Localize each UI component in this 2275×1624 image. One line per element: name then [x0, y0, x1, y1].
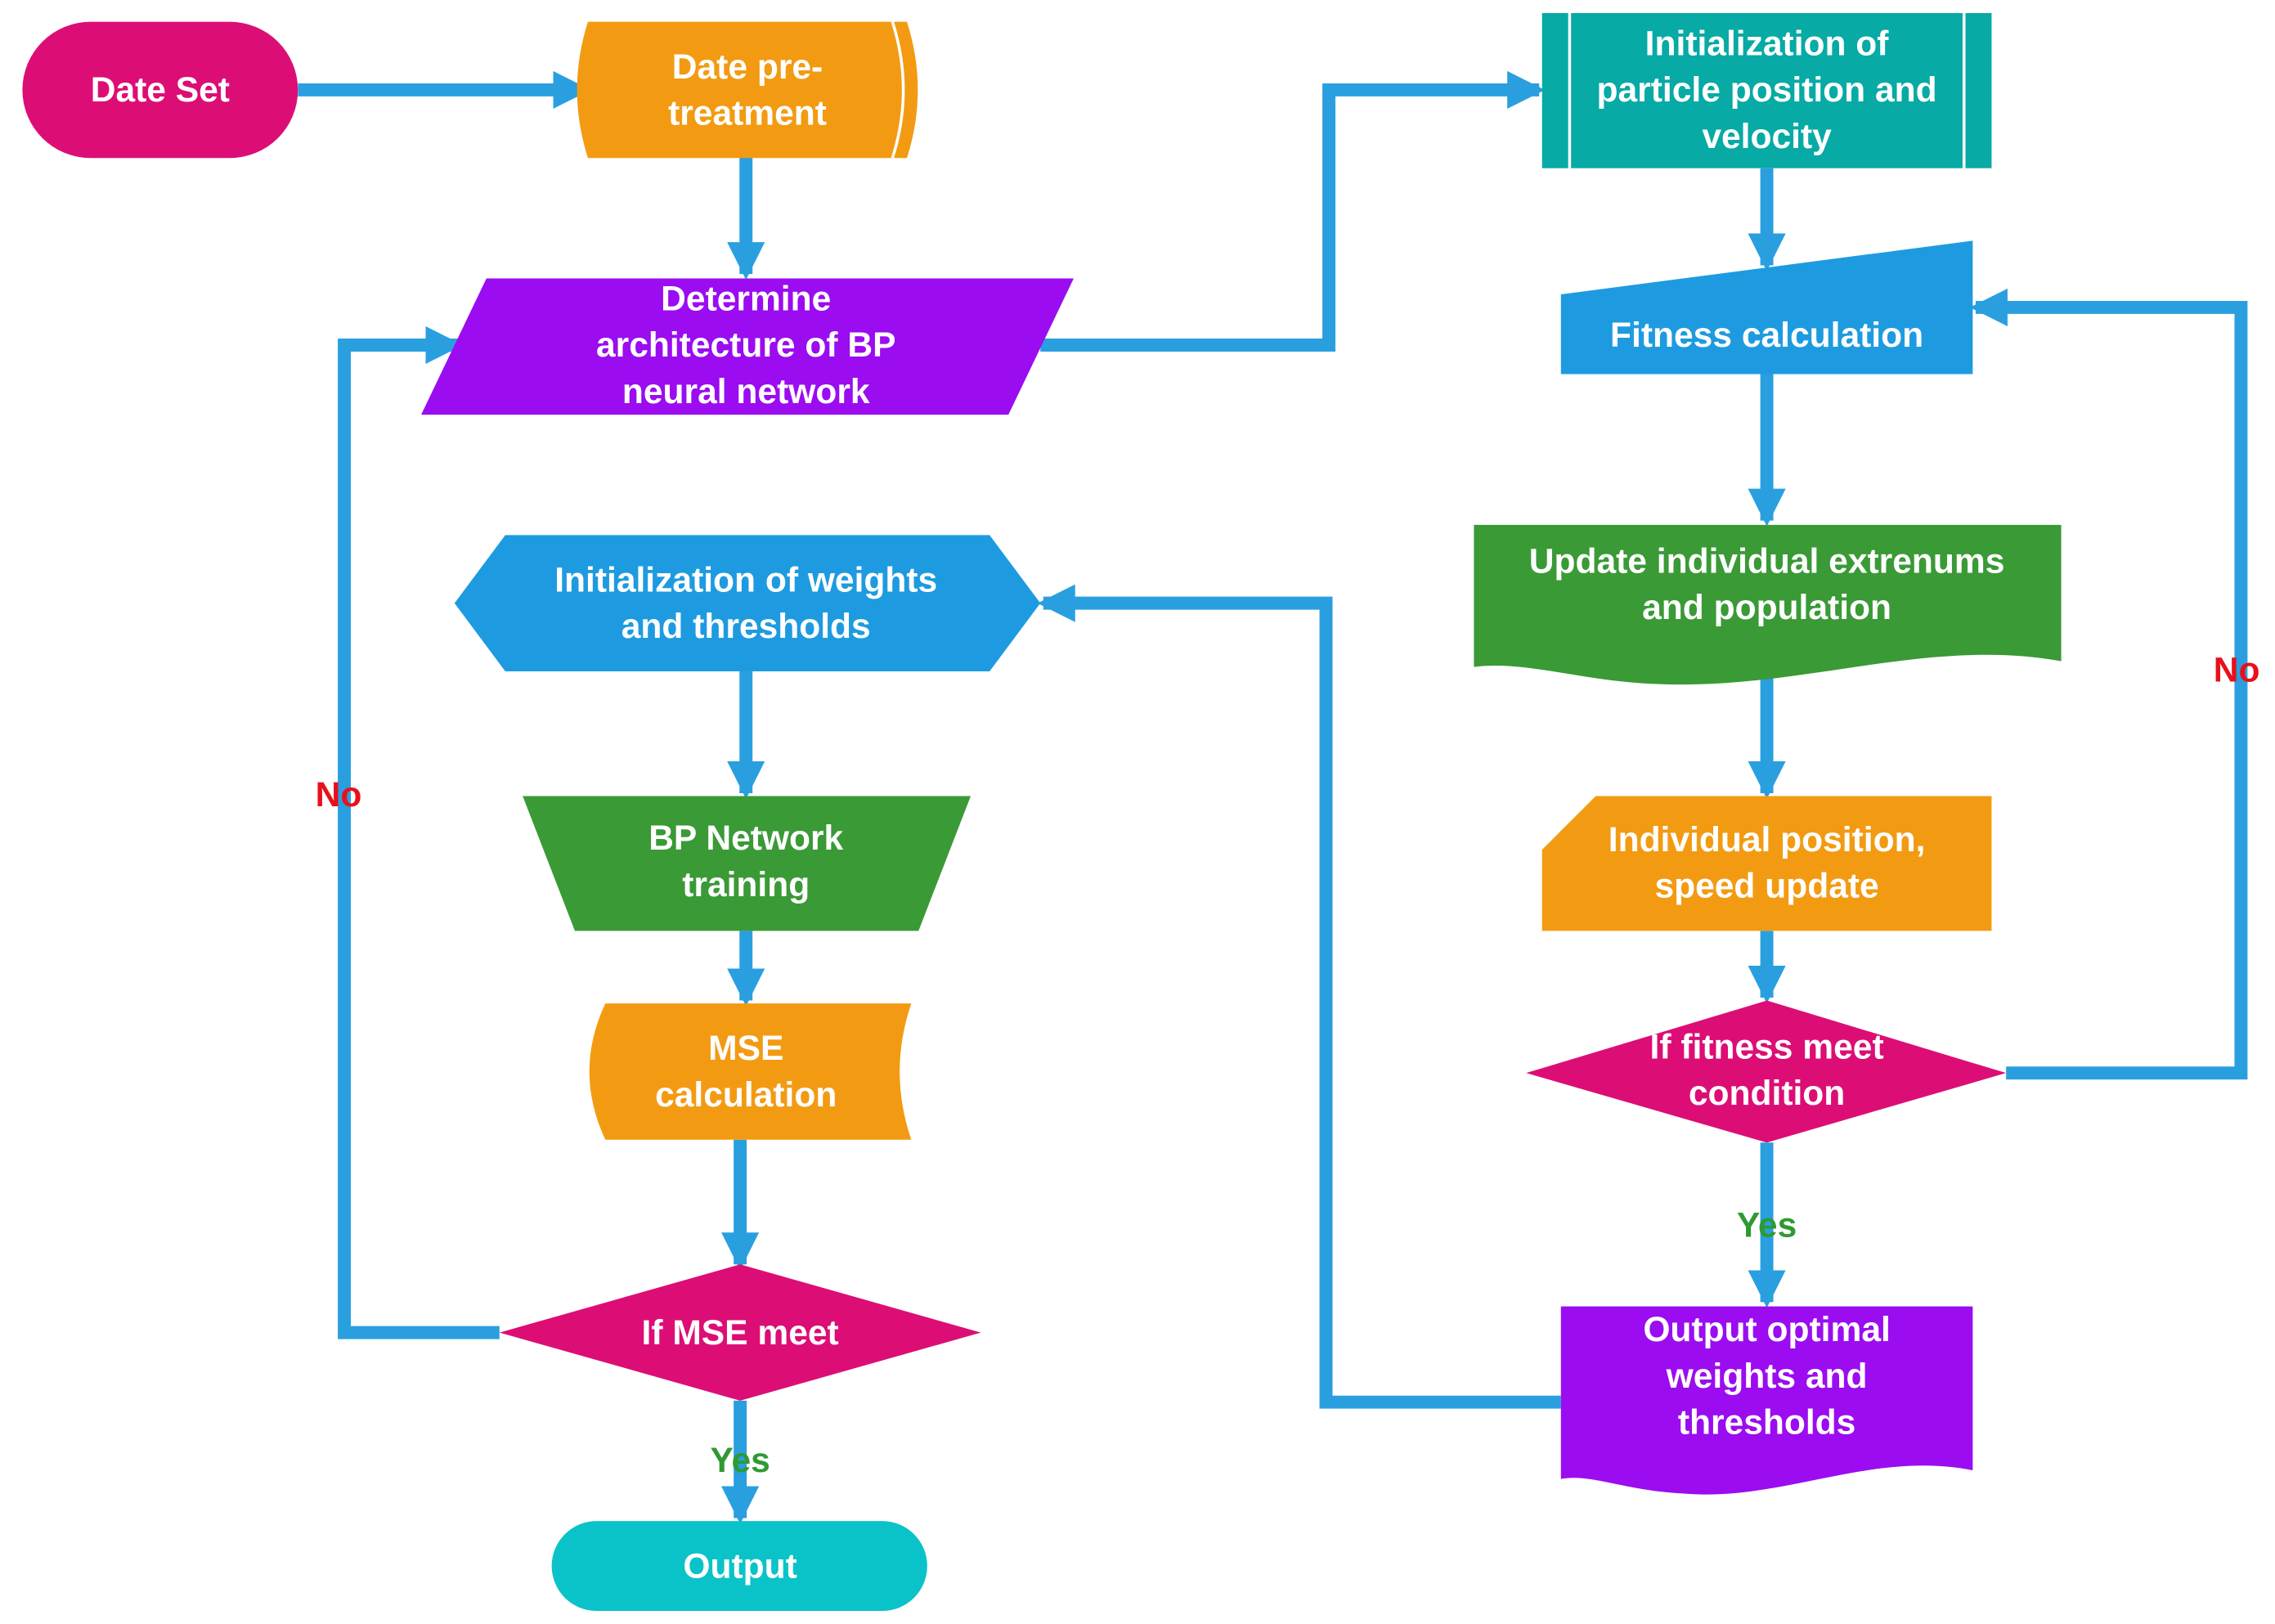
fitness-calculation-label: Fitness calculation — [1610, 316, 1923, 355]
if-fitness-meet-label: If fitness meet condition — [1650, 1027, 1884, 1113]
output-optimal-label: Output optimal weights and thresholds — [1643, 1310, 1891, 1442]
update-extrenums-document-shape — [1474, 524, 2062, 685]
output-label: Output — [683, 1546, 796, 1586]
date-pretreatment-storage-shape — [577, 21, 918, 159]
determine-architecture-label-line: neural network — [622, 372, 870, 411]
init-particle-label-line: Initialization of — [1645, 24, 1890, 63]
determine-architecture-label: Determine architecture of BP neural networ… — [596, 279, 895, 410]
mse-calculation-display-shape — [589, 1003, 912, 1140]
init-weights-node: Initialization of weights and thresholds — [454, 535, 1041, 671]
date-pretreatment-storage-edge — [891, 21, 905, 159]
init-particle-process-shape — [1541, 12, 1992, 168]
output-optimal-label-line: thresholds — [1678, 1403, 1855, 1442]
position-speed-update-label: Individual position, speed update — [1609, 820, 1926, 906]
init-particle-node: Initialization of particle position and ve… — [1541, 12, 1992, 168]
position-speed-update-card-shape — [1541, 796, 1992, 931]
position-speed-update-label-line: speed update — [1654, 867, 1878, 906]
bp-training-label-line: BP Network — [648, 819, 843, 858]
edge-labels: No Yes No Yes — [316, 650, 2260, 1479]
if-mse-meet-label: If MSE meet — [642, 1313, 839, 1353]
date-pretreatment-label-line: Date pre- — [672, 47, 823, 87]
date-set-label-line: Date Set — [91, 70, 230, 110]
output-optimal-node: Output optimal weights and thresholds — [1560, 1306, 1973, 1495]
date-pretreatment-node: Date pre-treatment — [577, 21, 918, 159]
update-extrenums-label: Update individual extrenums and populatio… — [1529, 541, 2005, 627]
init-particle-label-line: particle position and — [1597, 70, 1937, 110]
determine-architecture-label-line: architecture of BP — [596, 325, 895, 365]
determine-architecture-node: Determine architecture of BP neural networ… — [421, 278, 1074, 415]
mse-calculation-label: MSE calculation — [655, 1029, 837, 1115]
date-pretreatment-label-line: treatment — [668, 93, 827, 132]
fitness-calculation-manual-input-shape — [1560, 240, 1973, 375]
arrow-architecture-to-particle-init — [1040, 70, 1546, 352]
update-extrenums-label-line: and population — [1642, 588, 1891, 627]
output-label-line: Output — [683, 1546, 796, 1586]
output-optimal-document-shape — [1560, 1306, 1973, 1495]
if-fitness-meet-diamond — [1526, 1000, 2007, 1143]
bp-training-label: BP Network training — [648, 819, 843, 904]
right-no-label: No — [2214, 650, 2260, 689]
if-mse-meet-label-line: If MSE meet — [642, 1313, 839, 1353]
arrow-mse-check-no-loop — [338, 325, 500, 1339]
date-set-terminator-shape — [22, 21, 298, 159]
if-fitness-meet-label-line: If fitness meet — [1650, 1027, 1884, 1066]
arrow-output-optimal-to-init-weights — [1037, 584, 1561, 1409]
init-particle-label: Initialization of particle position and ve… — [1597, 24, 1937, 155]
date-set-label: Date Set — [91, 70, 230, 110]
init-weights-label-line: and thresholds — [621, 607, 871, 646]
output-terminator-shape — [551, 1521, 927, 1612]
init-weights-hexagon — [454, 535, 1041, 671]
output-optimal-label-line: Output optimal — [1643, 1310, 1891, 1349]
if-fitness-meet-label-line: condition — [1689, 1074, 1845, 1113]
determine-architecture-parallelogram — [421, 278, 1074, 415]
fitness-yes-label: Yes — [1737, 1206, 1797, 1245]
fitness-calculation-label-line: Fitness calculation — [1610, 316, 1923, 355]
mse-calculation-label-line: MSE — [708, 1029, 783, 1068]
mse-calculation-node: MSE calculation — [589, 1003, 912, 1140]
output-optimal-label-line: weights and — [1666, 1357, 1868, 1396]
fitness-calculation-node: Fitness calculation — [1560, 240, 1973, 375]
init-weights-label-line: Initialization of weights — [554, 560, 937, 599]
mse-yes-label: Yes — [710, 1441, 770, 1480]
update-extrenums-node: Update individual extrenums and populatio… — [1474, 524, 2062, 685]
update-extrenums-label-line: Update individual extrenums — [1529, 541, 2005, 581]
bp-training-trapezoid — [523, 796, 971, 931]
if-mse-meet-node: If MSE meet — [499, 1264, 981, 1401]
left-no-label: No — [316, 775, 362, 814]
flowchart-nodes: Date Set Date pre-treatment Determine arc… — [22, 12, 2062, 1612]
mse-calculation-label-line: calculation — [655, 1075, 837, 1115]
bp-training-node: BP Network training — [523, 796, 971, 931]
init-particle-label-line: velocity — [1702, 117, 1832, 156]
bp-training-label-line: training — [682, 865, 810, 904]
position-speed-update-label-line: Individual position, — [1609, 820, 1926, 859]
date-set-node: Date Set — [22, 21, 298, 159]
position-speed-update-node: Individual position, speed update — [1541, 796, 1992, 931]
output-node: Output — [551, 1521, 927, 1612]
arrow-fitness-check-no-loop — [1969, 288, 2248, 1080]
date-pretreatment-label: Date pre-treatment — [668, 47, 827, 133]
determine-architecture-label-line: Determine — [661, 279, 831, 318]
connectors — [298, 70, 2248, 1524]
init-weights-label: Initialization of weights and thresholds — [554, 560, 937, 646]
if-fitness-meet-node: If fitness meet condition — [1526, 1000, 2007, 1143]
